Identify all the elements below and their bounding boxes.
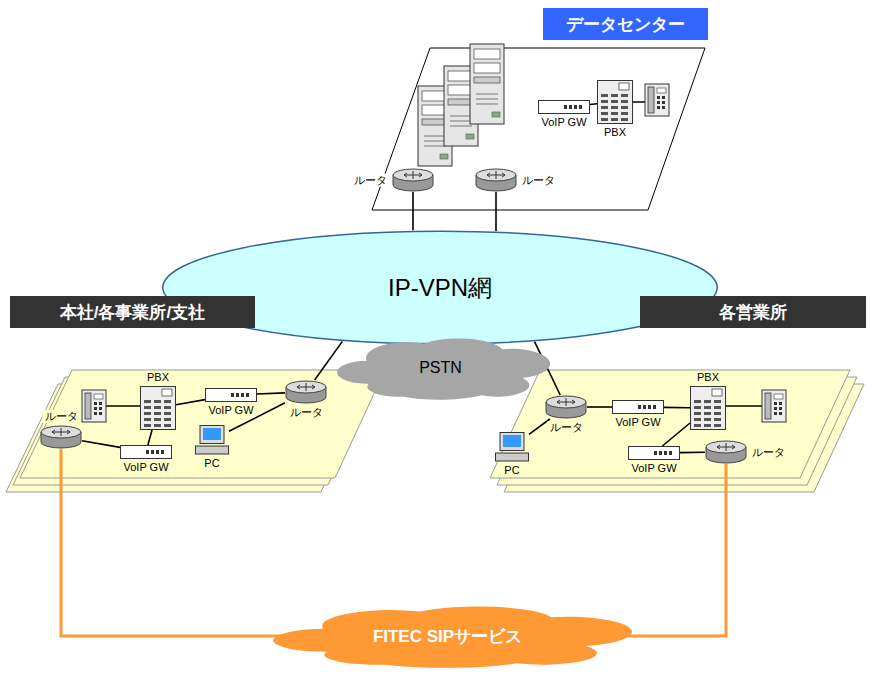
router-icon: ルータ [705, 440, 747, 464]
pc-icon: PC [495, 432, 529, 462]
voip-gateway-icon-shape [612, 400, 664, 414]
router-icon: ルータ [392, 168, 434, 192]
pbx-icon-shape [690, 386, 726, 430]
device-label: VoIP GW [121, 461, 170, 474]
router-icon: ルータ [475, 168, 517, 192]
router-icon: ルータ [285, 380, 327, 404]
voip-gateway-icon-shape [120, 445, 172, 459]
sip-line [61, 449, 292, 636]
network-link [590, 103, 597, 105]
router-icon-shape [545, 395, 587, 419]
router-icon-shape [285, 380, 327, 404]
site-floor-stack [6, 370, 385, 492]
phone-icon [762, 390, 786, 422]
phone-wire [106, 405, 140, 407]
pc-icon: PC [195, 425, 229, 455]
phone-wire [726, 405, 762, 407]
site-heading: 本社/各事業所/支社 [10, 296, 255, 328]
pbx-icon: PBX [690, 386, 726, 430]
pc-icon-shape [195, 425, 229, 455]
network-link [587, 406, 612, 408]
device-label: ルータ [43, 410, 80, 423]
server-icon [470, 44, 504, 124]
site-heading: 各営業所 [640, 296, 866, 328]
voip-gateway-icon-shape [538, 100, 590, 114]
device-label: PC [502, 464, 521, 477]
pbx-icon: PBX [140, 386, 176, 430]
network-link [662, 423, 690, 446]
region-heading: データセンター [543, 8, 708, 40]
phone-wire [633, 101, 645, 103]
sip-service-cloud-text: FITEC SIPサービス [373, 625, 522, 648]
voip-gateway-icon: VoIP GW [612, 400, 664, 414]
device-label: VoIP GW [206, 404, 255, 417]
network-link [495, 192, 497, 231]
network-link [257, 393, 285, 394]
network-link [176, 400, 205, 405]
device-label: PBX [145, 371, 171, 384]
router-icon-shape [705, 440, 747, 464]
router-icon: ルータ [545, 395, 587, 419]
network-link [664, 407, 690, 409]
router-icon-shape [40, 425, 82, 449]
pstn-cloud: PSTN [338, 332, 543, 404]
device-label: VoIP GW [629, 462, 678, 475]
network-link [148, 430, 152, 445]
site-floor-stack [490, 370, 864, 492]
voip-gateway-icon-shape [205, 388, 257, 402]
sip-service-cloud: FITEC SIPサービス [275, 600, 620, 672]
network-link [412, 192, 414, 230]
device-label: ルータ [352, 174, 389, 187]
device-label: ルータ [750, 446, 787, 459]
voip-gateway-icon: VoIP GW [120, 445, 172, 459]
phone-icon [82, 390, 106, 422]
voip-gateway-icon: VoIP GW [628, 446, 680, 460]
network-link [680, 451, 705, 453]
network-ellipse-text: IP-VPN網 [388, 272, 492, 304]
device-label: PBX [602, 126, 628, 139]
router-icon-shape [475, 168, 517, 192]
pbx-icon: PBX [597, 80, 633, 124]
site-heading-text: 各営業所 [719, 301, 787, 324]
voip-gateway-icon: VoIP GW [205, 388, 257, 402]
pstn-cloud-text: PSTN [419, 359, 462, 377]
network-link [82, 441, 120, 448]
device-label: VoIP GW [613, 416, 662, 429]
device-label: ルータ [520, 174, 557, 187]
pbx-icon-shape [140, 386, 176, 430]
router-icon: ルータ [40, 425, 82, 449]
router-icon-shape [392, 168, 434, 192]
device-label: VoIP GW [539, 116, 588, 129]
device-label: PBX [695, 371, 721, 384]
pc-icon-shape [495, 432, 529, 462]
voip-gateway-icon: VoIP GW [538, 100, 590, 114]
datacenter-floor [372, 48, 705, 210]
device-label: PC [202, 457, 221, 470]
device-label: ルータ [288, 406, 325, 419]
region-heading-text: データセンター [566, 13, 685, 36]
site-heading-text: 本社/各事業所/支社 [60, 301, 205, 324]
pbx-icon-shape [597, 80, 633, 124]
phone-icon [645, 84, 669, 116]
voip-gateway-icon-shape [628, 446, 680, 460]
sip-line [603, 464, 726, 636]
device-label: ルータ [548, 421, 585, 434]
